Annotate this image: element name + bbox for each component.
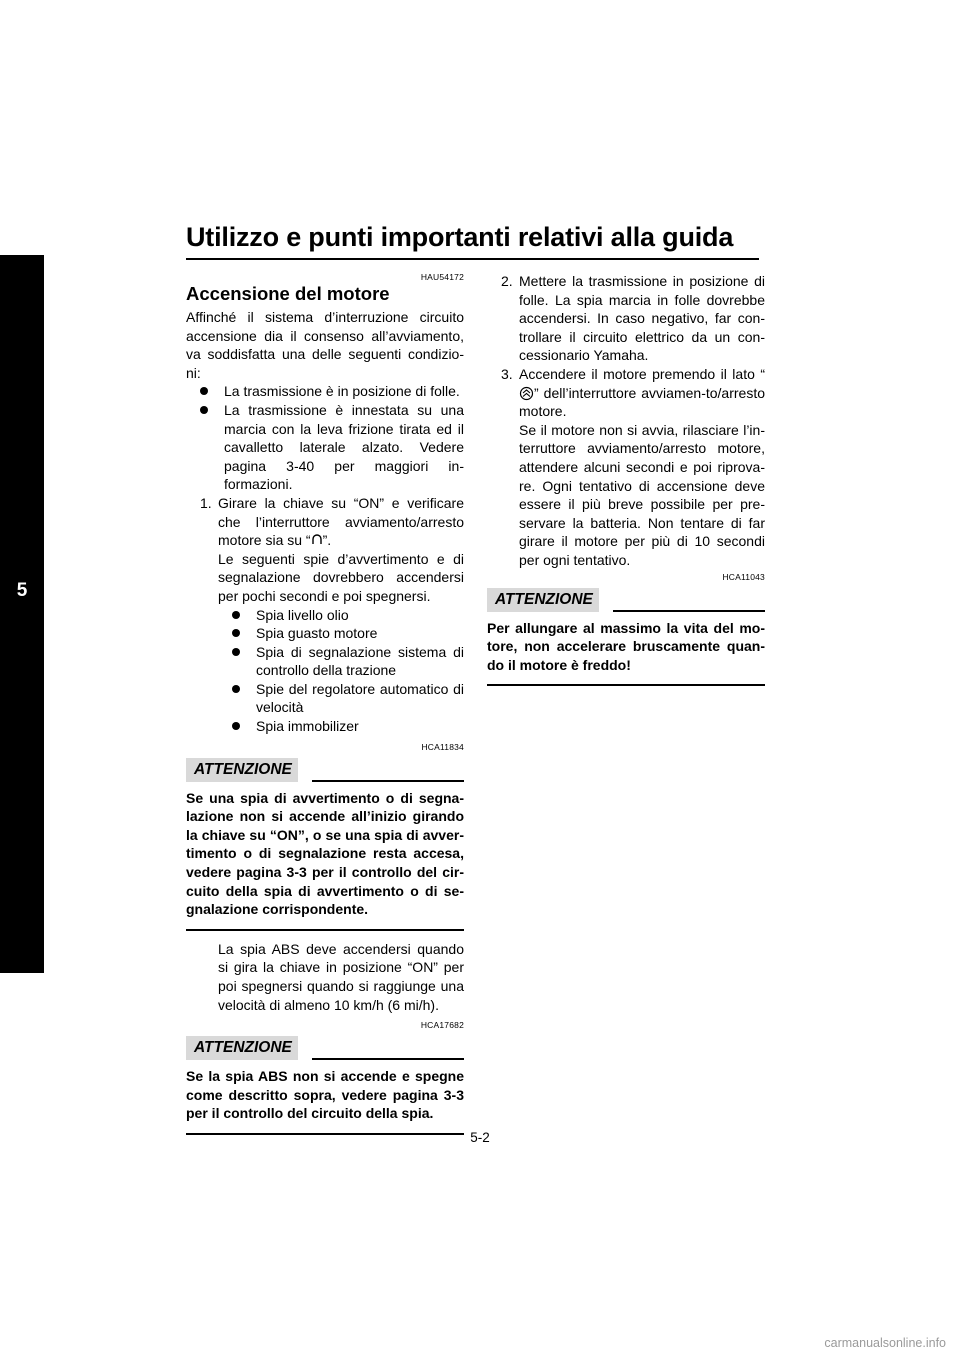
conditions-list: La trasmissione è in posizione di folle.… <box>186 382 464 494</box>
step-1: 1. Girare la chiave su “ON” e verificare… <box>186 494 464 736</box>
attention-text: Se una spia di avvertimento o di segna-l… <box>186 789 464 918</box>
warning-light-item: Spia immobilizer <box>186 717 464 736</box>
attention-end-rule <box>186 928 464 931</box>
step-2-text: Mettere la trasmissione in posizione di … <box>519 273 765 364</box>
step-3-text: Accendere il motore premendo il lato “ ” … <box>519 365 765 421</box>
step-2: 2. Mettere la trasmissione in posizione … <box>487 272 765 365</box>
step-1-text-a: Girare la chiave su “ON” e verificare ch… <box>218 494 464 549</box>
attention-text: Se la spia ABS non si accende e spegne c… <box>186 1068 464 1122</box>
page-title: Utilizzo e punti importanti relativi all… <box>186 222 734 252</box>
left-column: HAU54172 Accensione del motore Affinché … <box>186 272 464 1135</box>
attention-text: Per allungare al massimo la vita del mo-… <box>487 619 765 673</box>
chapter-tab <box>0 255 44 973</box>
attention-label: ATTENZIONE <box>186 757 298 782</box>
step-number: 2. <box>501 273 513 289</box>
attention-code: HCA17682 <box>420 1020 464 1031</box>
watermark: carmanualsonline.info <box>824 1336 946 1350</box>
engine-start-icon <box>519 386 534 400</box>
title-rule <box>186 258 759 260</box>
right-column: 2. Mettere la trasmissione in posizione … <box>487 272 765 687</box>
condition-item: La trasmissione è innestata su una marci… <box>186 401 464 494</box>
warning-light-item: Spia livello olio <box>186 606 464 625</box>
chapter-number: 5 <box>16 580 28 601</box>
step-3-text-2: Se il motore non si avvia, rilasciare l’… <box>519 421 765 568</box>
abs-note: La spia ABS deve accendersi quando si gi… <box>218 940 464 1013</box>
attention-header: ATTENZIONE <box>487 587 765 612</box>
step-1-text-b: ”. <box>322 532 332 549</box>
warning-lights-list: Spia livello olio Spia guasto motore Spi… <box>186 606 464 736</box>
attention-rule <box>613 609 765 612</box>
attention-rule <box>312 1058 464 1061</box>
warning-light-item: Spie del regolatore automatico di veloci… <box>186 680 464 717</box>
page-number: 5-2 <box>470 1130 490 1145</box>
attention-label: ATTENZIONE <box>487 587 599 612</box>
section-title: Accensione del motore <box>186 283 390 304</box>
engine-run-icon <box>311 534 322 545</box>
steps-list-left: 1. Girare la chiave su “ON” e verificare… <box>186 494 464 736</box>
attention-end-rule <box>186 1132 464 1135</box>
intro-paragraph: Affinché il sistema d’interruzione circu… <box>186 309 464 381</box>
condition-item: La trasmissione è in posizione di folle. <box>186 382 464 401</box>
step-number: 3. <box>501 365 513 382</box>
step-1-text-2: Le seguenti spie d’avvertimento e di seg… <box>218 550 464 604</box>
warning-light-item: Spia guasto motore <box>186 624 464 643</box>
warning-light-item: Spia di segnalazione sistema di controll… <box>186 643 464 680</box>
attention-end-rule <box>487 684 765 687</box>
steps-list-right: 2. Mettere la trasmissione in posizione … <box>487 272 765 570</box>
step-3-text-b: ” dell’interruttore avviamen-to/arresto … <box>519 384 765 420</box>
step-1-text: Girare la chiave su “ON” e verificare ch… <box>218 494 464 550</box>
attention-header: ATTENZIONE <box>186 1036 464 1061</box>
attention-code: HCA11834 <box>421 741 464 752</box>
step-number: 1. <box>200 494 212 511</box>
section-code: HAU54172 <box>420 272 464 282</box>
attention-header: ATTENZIONE <box>186 757 464 782</box>
attention-code: HCA11043 <box>722 571 765 582</box>
attention-label: ATTENZIONE <box>186 1036 298 1061</box>
attention-rule <box>312 779 464 782</box>
step-3-text-a: Accendere il motore premendo il lato “ <box>519 365 765 382</box>
step-3: 3. Accendere il motore premendo il lato … <box>487 365 765 570</box>
